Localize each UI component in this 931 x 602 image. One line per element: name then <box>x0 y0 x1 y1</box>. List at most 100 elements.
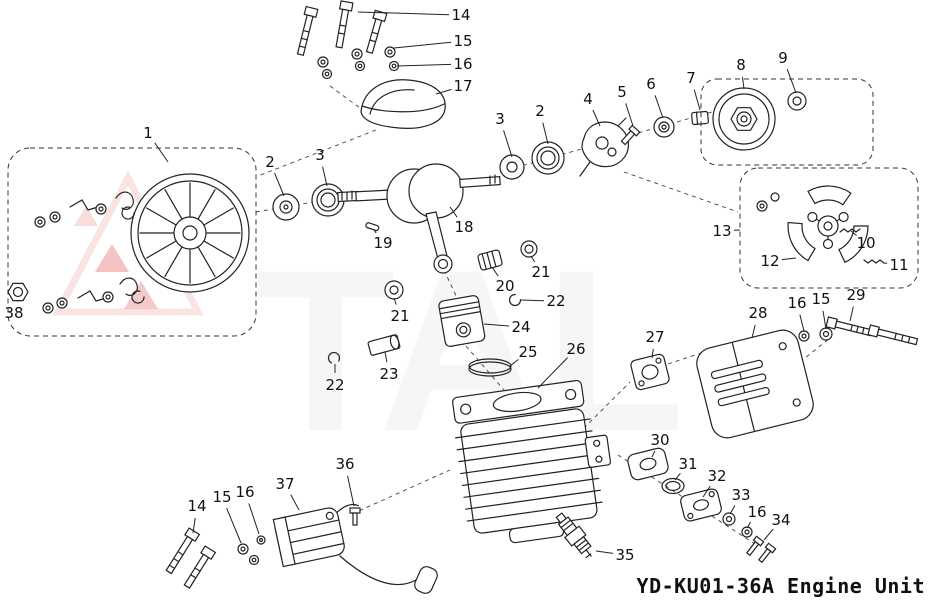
part-label-16: 16 <box>235 483 260 535</box>
cylinder-assembly <box>452 379 612 544</box>
part-label-2: 2 <box>265 153 285 197</box>
part-label-17: 17 <box>435 77 473 95</box>
part-label-7: 7 <box>686 69 701 111</box>
svg-text:27: 27 <box>645 328 664 346</box>
part-label-37: 37 <box>275 475 300 511</box>
part-label-9: 9 <box>778 49 797 94</box>
watermark-triangle-small-1 <box>95 244 129 272</box>
ignition-coil <box>272 503 359 568</box>
svg-text:6: 6 <box>646 75 656 93</box>
bearing-21-right <box>520 240 538 258</box>
svg-text:19: 19 <box>373 234 392 252</box>
part-label-3: 3 <box>315 146 328 187</box>
part-label-1: 1 <box>143 124 169 163</box>
part-label-16: 16 <box>787 294 807 332</box>
part-label-2: 2 <box>535 102 549 145</box>
part-label-15: 15 <box>811 290 831 330</box>
clutch-drum-dashed-box <box>700 78 874 166</box>
part-label-15: 15 <box>393 32 473 50</box>
svg-text:34: 34 <box>771 511 790 529</box>
crank-washer-left <box>272 193 300 221</box>
part-label-34: 34 <box>763 511 791 541</box>
part-label-32: 32 <box>702 467 727 498</box>
svg-text:3: 3 <box>495 110 505 128</box>
svg-text:3: 3 <box>315 146 325 164</box>
svg-text:15: 15 <box>453 32 472 50</box>
part-label-11: 11 <box>883 256 909 274</box>
part-label-10: 10 <box>850 230 876 252</box>
svg-text:4: 4 <box>583 90 593 108</box>
svg-text:8: 8 <box>736 56 746 74</box>
intake-insulator <box>627 447 669 481</box>
muffler-washer-15 <box>819 327 833 341</box>
part-label-20: 20 <box>491 266 515 295</box>
clutch-spring-1 <box>839 228 861 233</box>
part-label-31: 31 <box>674 455 698 481</box>
flywheel <box>130 173 250 293</box>
part-label-15: 15 <box>212 488 242 544</box>
part-label-36: 36 <box>335 455 355 507</box>
svg-text:25: 25 <box>518 343 537 361</box>
part-label-27: 27 <box>645 328 665 359</box>
part-label-28: 28 <box>748 304 768 339</box>
crank-bearing-right <box>531 141 565 175</box>
svg-text:18: 18 <box>454 218 473 236</box>
part-label-25: 25 <box>509 343 538 367</box>
coil-bolts <box>165 527 266 589</box>
svg-text:16: 16 <box>787 294 806 312</box>
svg-text:10: 10 <box>856 234 875 252</box>
svg-text:2: 2 <box>265 153 275 171</box>
woodruff-key <box>365 222 380 232</box>
intake-gasket <box>661 477 685 495</box>
intake-washer-16 <box>741 526 753 538</box>
part-label-35: 35 <box>595 546 635 564</box>
part-label-16: 16 <box>746 503 767 529</box>
svg-text:16: 16 <box>453 55 472 73</box>
circlip-22-left <box>327 351 341 365</box>
clutch-shoe-dashed-box <box>739 167 919 289</box>
spark-plug <box>555 512 592 559</box>
part-label-3: 3 <box>495 110 513 158</box>
intake-flange <box>680 488 722 522</box>
svg-text:23: 23 <box>379 365 398 383</box>
part-label-22: 22 <box>325 364 345 394</box>
svg-text:30: 30 <box>650 431 669 449</box>
piston-ring <box>468 358 512 377</box>
coil-screw <box>349 507 361 526</box>
svg-text:21: 21 <box>531 263 550 281</box>
part-label-8: 8 <box>736 56 746 90</box>
clutch-spacer <box>691 110 709 126</box>
part-label-29: 29 <box>846 286 866 322</box>
part-label-24: 24 <box>483 318 531 336</box>
svg-text:24: 24 <box>511 318 530 336</box>
part-label-21: 21 <box>390 297 410 325</box>
svg-text:15: 15 <box>811 290 830 308</box>
svg-text:16: 16 <box>235 483 254 501</box>
part-label-13: 13 <box>712 222 741 240</box>
part-label-33: 33 <box>729 486 751 515</box>
svg-text:9: 9 <box>778 49 788 67</box>
muffler <box>696 329 814 439</box>
carrier-bolt <box>620 124 641 146</box>
svg-text:16: 16 <box>747 503 766 521</box>
intake-bolts-34 <box>745 535 777 564</box>
exhaust-gasket <box>630 353 670 391</box>
flywheel-nut <box>7 282 29 302</box>
svg-text:21: 21 <box>390 307 409 325</box>
svg-text:26: 26 <box>566 340 585 358</box>
clutch-bearing <box>653 116 675 138</box>
part-label-14: 14 <box>357 6 471 24</box>
part-label-30: 30 <box>650 431 670 458</box>
part-label-23: 23 <box>379 351 399 383</box>
svg-text:35: 35 <box>615 546 634 564</box>
bearing-21-left <box>384 280 404 300</box>
pawl-kit-bottom <box>42 277 145 314</box>
flywheel-assembly <box>7 147 257 337</box>
part-label-4: 4 <box>583 90 601 127</box>
flywheel-dashed-box <box>7 147 257 337</box>
svg-text:22: 22 <box>325 376 344 394</box>
part-label-14: 14 <box>187 497 207 534</box>
